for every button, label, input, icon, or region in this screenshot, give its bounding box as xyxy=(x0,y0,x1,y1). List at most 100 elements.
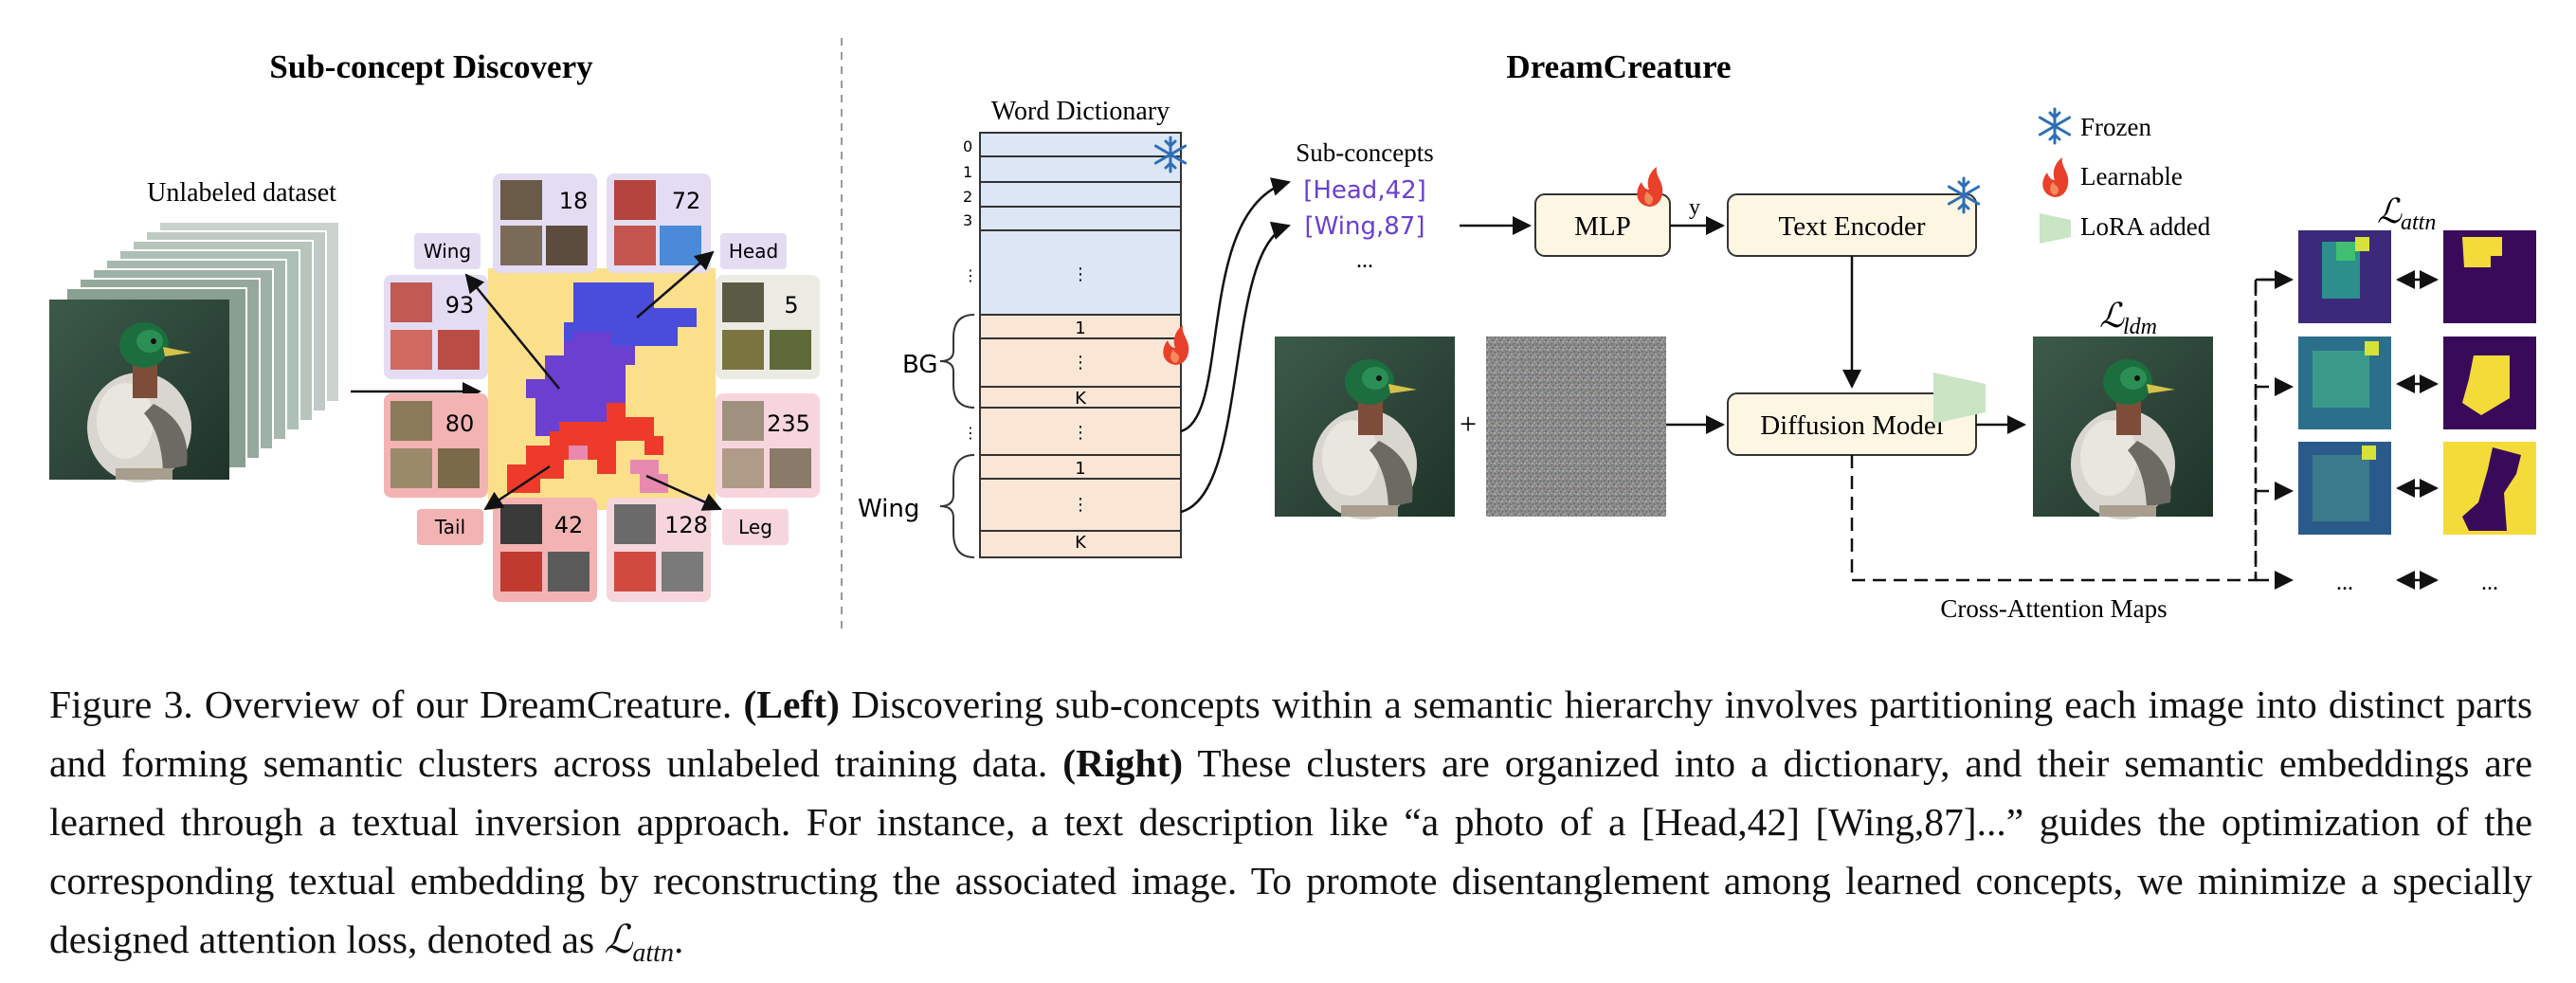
legend-learnable-icon xyxy=(2042,157,2069,197)
attn-ellipsis-1: ... xyxy=(2336,571,2353,595)
dictionary-group-rows: ⋮ 1 ⋮ K ⋮ 1 ⋮ K xyxy=(1072,264,1089,553)
right-panel-title: DreamCreature xyxy=(1506,48,1731,85)
mlp-learnable-icon xyxy=(1637,167,1663,207)
svg-text:⋮: ⋮ xyxy=(1072,353,1089,373)
part-tag-leg: Leg xyxy=(722,509,789,545)
cluster-card-128: 128 xyxy=(607,498,711,602)
attn-loss-label: ℒ attn xyxy=(2377,192,2436,235)
noise-image xyxy=(1486,337,1666,517)
svg-text:Diffusion Model: Diffusion Model xyxy=(1760,410,1944,441)
svg-text:ℒ: ℒ xyxy=(2377,192,2403,230)
attention-map-1 xyxy=(2298,230,2391,323)
output-image xyxy=(2033,337,2213,519)
bg-label: BG xyxy=(902,351,938,379)
caption-attn-sub: attn xyxy=(632,938,674,969)
svg-text:MLP: MLP xyxy=(1574,211,1631,242)
word-dictionary-label: Word Dictionary xyxy=(991,97,1170,126)
svg-text:Text Encoder: Text Encoder xyxy=(1779,211,1926,242)
mask-3 xyxy=(2443,442,2536,535)
row-index-dots: ⋮ xyxy=(963,266,978,284)
dataset-image-stack xyxy=(49,221,340,482)
caption-attn-symbol: ℒ xyxy=(604,918,633,961)
ldm-loss-label: ℒ ldm xyxy=(2099,297,2157,339)
left-panel-title: Sub-concept Discovery xyxy=(269,48,593,85)
cluster-card-18: 18 xyxy=(493,173,597,273)
legend-lora-icon xyxy=(2040,213,2071,244)
cluster-card-42: 42 xyxy=(493,498,597,602)
row-index-2: 2 xyxy=(963,188,972,206)
svg-text:1: 1 xyxy=(1075,459,1085,479)
wing-brace xyxy=(939,454,975,558)
y-label: y xyxy=(1689,195,1700,220)
cluster-count-18: 18 xyxy=(559,188,589,214)
svg-text:Head: Head xyxy=(729,240,778,263)
svg-text:attn: attn xyxy=(2401,210,2436,235)
caption-end: . xyxy=(673,918,684,961)
subconcept-wing-87: [Wing,87] xyxy=(1305,212,1425,241)
dictionary-row-indices: 0 1 2 3 ⋮ ⋮ xyxy=(963,137,978,442)
cluster-count-93: 93 xyxy=(445,292,475,319)
row-index-dots-2: ⋮ xyxy=(963,424,978,442)
row-index-0: 0 xyxy=(963,137,972,155)
cross-attention-label: Cross-Attention Maps xyxy=(1940,594,2167,623)
dict-to-subconcept-arrow-2 xyxy=(1180,221,1291,514)
input-image xyxy=(1275,337,1455,519)
svg-text:ℒ: ℒ xyxy=(2099,297,2125,335)
caption-left-text: Discovering sub-concepts within a semant… xyxy=(49,683,2533,785)
caption-right-text: These clusters are organized into a dict… xyxy=(49,741,2532,961)
legend-frozen-icon xyxy=(2038,107,2072,145)
caption-right-bold: (Right) xyxy=(1062,741,1184,785)
svg-text:ldm: ldm xyxy=(2123,315,2157,339)
dict-to-subconcept-arrow-1 xyxy=(1180,177,1291,433)
svg-text:Tail: Tail xyxy=(434,516,465,538)
svg-text:Wing: Wing xyxy=(424,240,471,263)
caption-left-bold: (Left) xyxy=(743,683,840,726)
part-tag-wing: Wing xyxy=(414,233,481,269)
legend-learnable-label: Learnable xyxy=(2080,162,2183,191)
plus-sign: + xyxy=(1460,407,1477,441)
cluster-count-5: 5 xyxy=(784,292,798,319)
figure-caption: Figure 3. Overview of our DreamCreature.… xyxy=(49,675,2532,983)
attn-ellipsis-2: ... xyxy=(2481,571,2498,595)
legend-frozen-label: Frozen xyxy=(2080,113,2151,141)
part-arrows xyxy=(464,250,722,511)
cluster-card-80: 80 xyxy=(384,393,488,498)
part-segmentation-map xyxy=(488,268,716,510)
svg-text:1: 1 xyxy=(1075,319,1085,338)
svg-text:⋮: ⋮ xyxy=(1072,495,1089,515)
attention-map-3 xyxy=(2298,442,2391,535)
cluster-card-72: 72 xyxy=(607,173,711,273)
cluster-card-5: 5 xyxy=(716,275,820,379)
part-tag-tail: Tail xyxy=(417,509,483,545)
unlabeled-dataset-label: Unlabeled dataset xyxy=(147,178,336,208)
cluster-count-235: 235 xyxy=(767,410,810,437)
map-mask-arrows xyxy=(2396,270,2439,590)
caption-figure: Figure 3. Overview of our DreamCreature. xyxy=(49,683,733,726)
subconcepts-label: Sub-concepts xyxy=(1296,138,1433,167)
wing-label: Wing xyxy=(858,495,919,523)
mlp-box: MLP xyxy=(1534,193,1671,257)
top-dots: ⋮ xyxy=(1072,264,1089,284)
mask-2 xyxy=(2443,337,2536,429)
cluster-count-80: 80 xyxy=(445,410,475,437)
word-dictionary xyxy=(979,132,1182,558)
svg-text:⋮: ⋮ xyxy=(1072,423,1089,443)
mask-1 xyxy=(2443,230,2536,323)
cluster-count-72: 72 xyxy=(672,188,701,214)
legend-lora-label: LoRA added xyxy=(2080,212,2211,241)
attention-map-2 xyxy=(2298,337,2391,429)
svg-text:K: K xyxy=(1075,533,1087,553)
bg-brace xyxy=(939,314,975,409)
cluster-count-42: 42 xyxy=(554,512,584,538)
cluster-card-235: 235 xyxy=(716,393,820,498)
row-index-1: 1 xyxy=(963,163,972,181)
cluster-count-128: 128 xyxy=(664,512,708,538)
figure-diagram: Sub-concept Discovery Unlabeled dataset … xyxy=(49,38,2536,630)
text-encoder-box: Text Encoder xyxy=(1727,193,1977,257)
svg-text:K: K xyxy=(1075,389,1087,409)
part-tag-head: Head xyxy=(720,233,787,269)
cluster-card-93: 93 xyxy=(384,275,488,379)
row-index-3: 3 xyxy=(963,211,972,229)
subconcept-head-42: [Head,42] xyxy=(1303,176,1426,205)
subconcept-more: ... xyxy=(1356,248,1373,273)
